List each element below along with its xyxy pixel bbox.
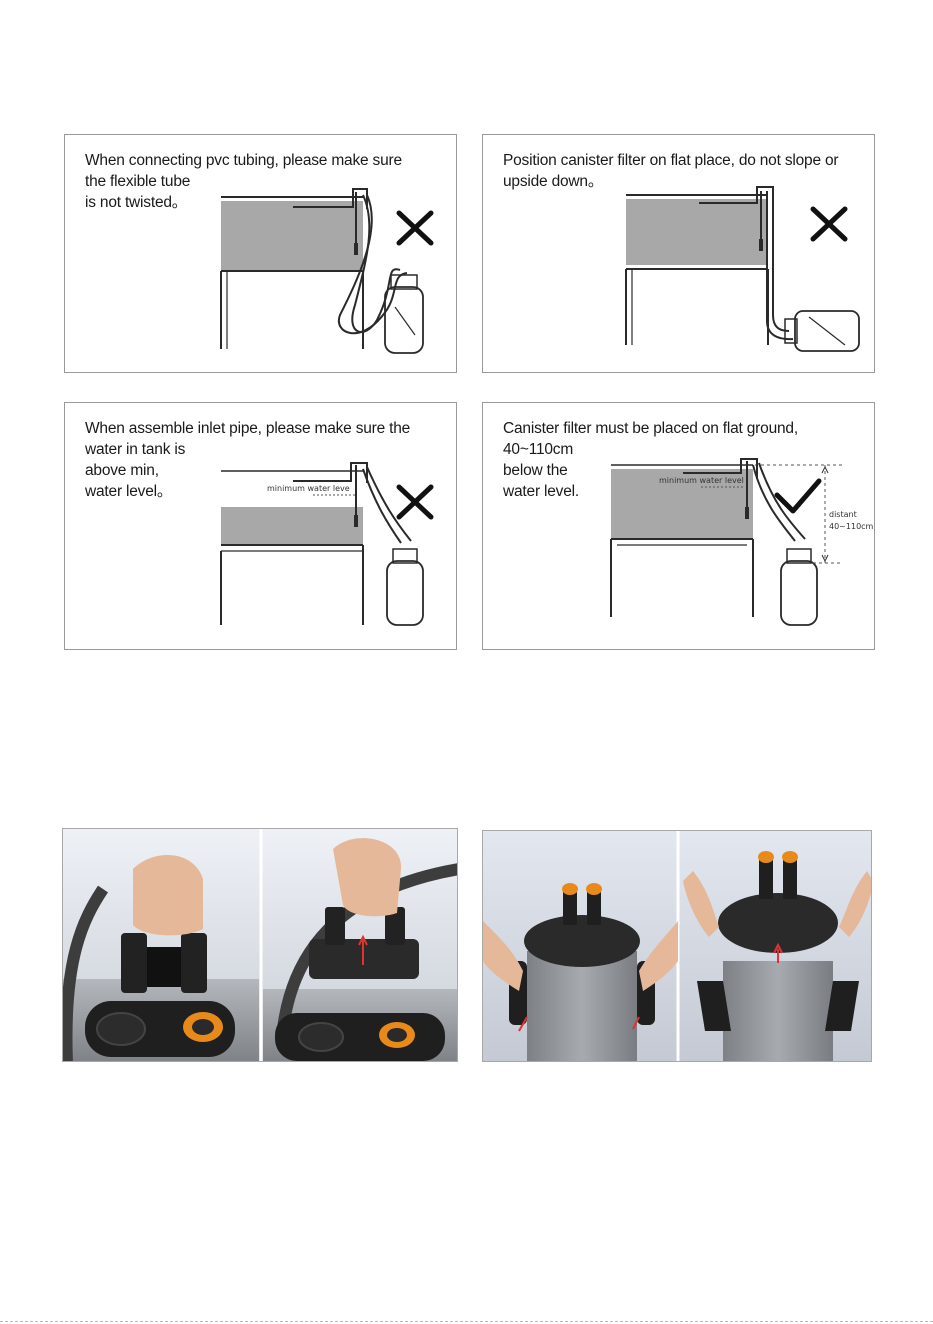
cross-icon	[810, 206, 848, 242]
panel-inlet: When assemble inlet pipe, please make su…	[64, 402, 457, 650]
caption-tubing: When connecting pvc tubing, please make …	[85, 152, 402, 211]
photo-open-clips	[482, 830, 872, 1062]
panel-position: Position canister filter on flat place, …	[482, 134, 875, 373]
caption-inlet: When assemble inlet pipe, please make su…	[85, 420, 411, 500]
tank-water	[611, 469, 753, 539]
canister-filter	[780, 560, 818, 626]
min-water-label: minimum water leve	[267, 484, 350, 493]
cross-icon	[396, 210, 434, 246]
distant-label: distant	[829, 510, 857, 519]
tank-water	[221, 201, 363, 271]
inlet-pipe	[683, 458, 758, 479]
diagram-tubing	[220, 188, 434, 354]
canister-filter	[384, 286, 424, 354]
photo-remove-valve	[62, 828, 458, 1062]
tank-water	[626, 199, 768, 265]
tank-water	[221, 507, 363, 545]
caption-ground: Canister filter must be placed on flat g…	[503, 420, 798, 500]
page-edge-divider	[0, 1321, 933, 1322]
diagram-position	[625, 186, 860, 352]
distant-range: 40~110cm	[829, 522, 874, 531]
canister-filter	[386, 560, 424, 626]
photo-remove-valve-illustration	[63, 829, 457, 1061]
photo-open-clips-illustration	[483, 831, 871, 1061]
diagram-ground: minimum water level distant 40~110cm	[610, 458, 874, 626]
min-water-label: minimum water level	[659, 476, 744, 485]
diagram-inlet: minimum water leve	[220, 462, 434, 626]
inlet-pipe	[293, 462, 368, 483]
panel-ground: Canister filter must be placed on flat g…	[482, 402, 875, 650]
canister-filter	[784, 310, 860, 352]
check-icon	[774, 478, 822, 514]
cross-icon	[396, 484, 434, 520]
caption-position: Position canister filter on flat place, …	[503, 152, 839, 190]
panel-tubing: When connecting pvc tubing, please make …	[64, 134, 457, 373]
